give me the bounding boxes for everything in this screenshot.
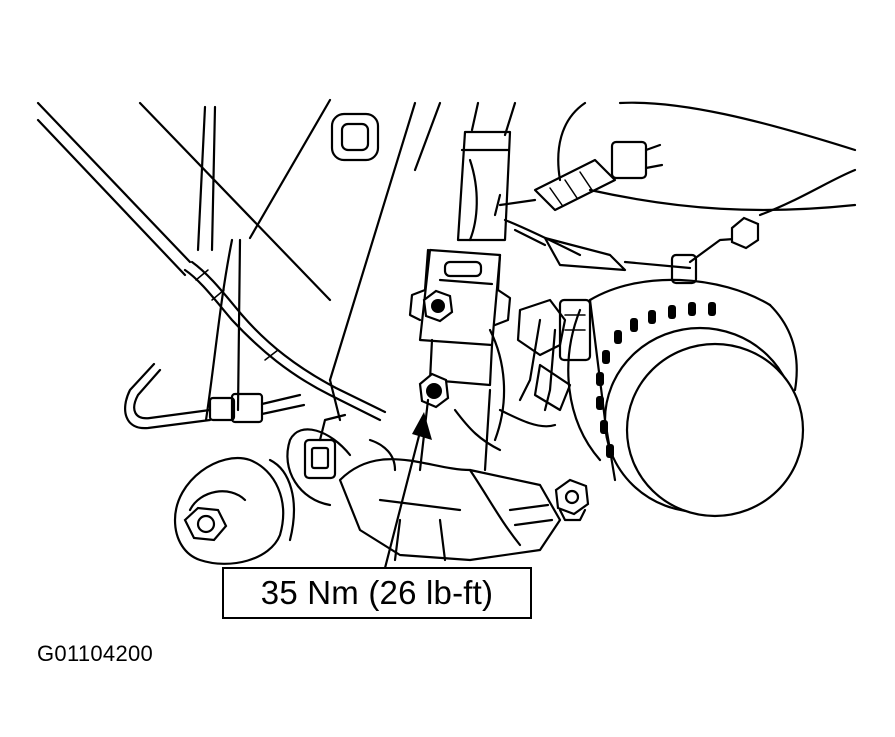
sensor-plug-upper bbox=[493, 140, 664, 217]
wire-harness bbox=[503, 216, 760, 285]
steering-gear-housing bbox=[286, 428, 562, 562]
lower-pinch-bolt bbox=[418, 372, 450, 409]
gear-connector-left bbox=[303, 378, 347, 480]
cylinder-component bbox=[567, 278, 805, 518]
crossmember-bushing bbox=[173, 457, 295, 565]
torque-leader-arrow bbox=[383, 412, 432, 570]
universal-joint bbox=[408, 248, 512, 387]
cylinder-knurling bbox=[596, 302, 716, 458]
torque-spec-callout: 35 Nm (26 lb-ft) bbox=[222, 567, 532, 619]
body-plug bbox=[330, 112, 380, 162]
upper-pinch-bolt bbox=[422, 289, 454, 323]
chassis-outline bbox=[36, 98, 857, 422]
figure-id-label: G01104200 bbox=[37, 641, 154, 666]
steering-column-shaft bbox=[456, 101, 517, 242]
gear-mount-bolt-right bbox=[554, 478, 590, 522]
bushing-bolt bbox=[183, 506, 228, 542]
line-fitting bbox=[208, 392, 306, 424]
electrical-connector bbox=[488, 298, 592, 442]
torque-spec-label: 35 Nm (26 lb-ft) bbox=[260, 574, 494, 611]
hydraulic-line-loop bbox=[124, 362, 212, 430]
hydraulic-line-left bbox=[183, 260, 387, 422]
